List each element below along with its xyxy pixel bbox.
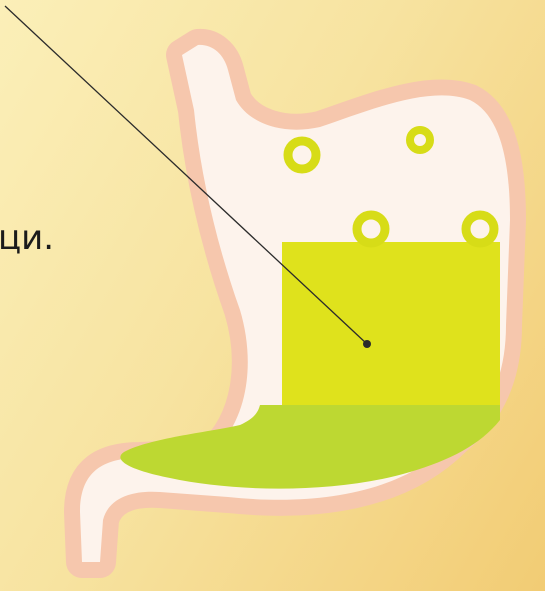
- gastric-juice-lower: [120, 405, 500, 489]
- pointer-dot: [363, 340, 371, 348]
- caption-text: ци.: [0, 218, 54, 258]
- gastric-juice-upper: [282, 242, 500, 405]
